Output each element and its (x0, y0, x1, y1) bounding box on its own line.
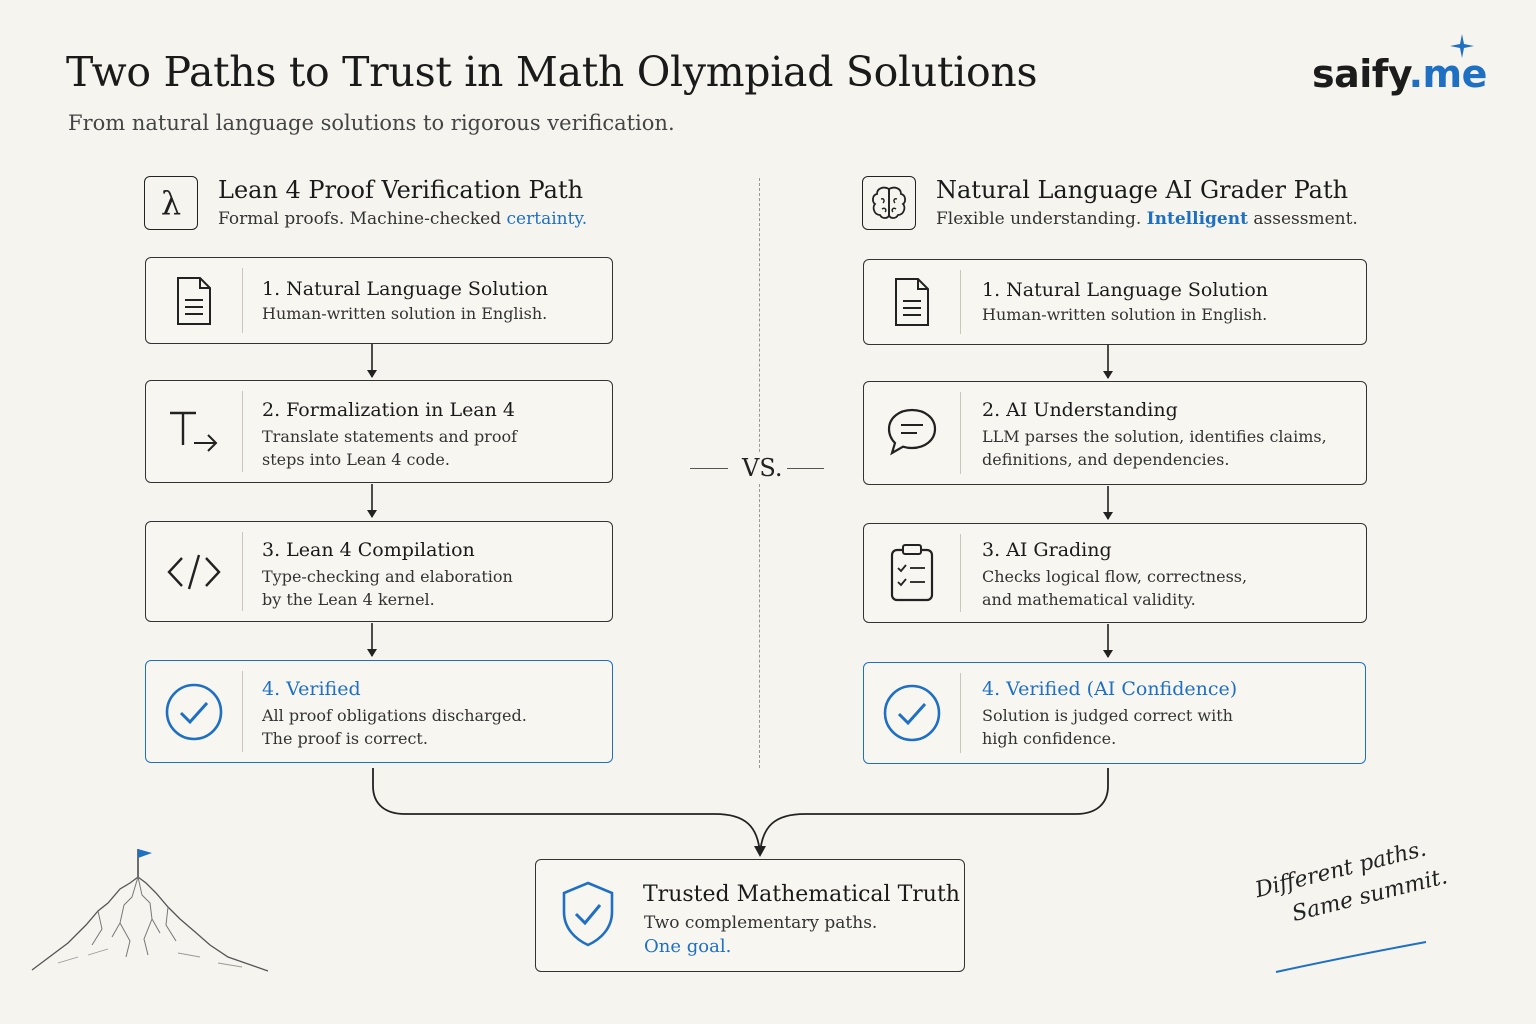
logo-tld: me (1422, 52, 1488, 96)
lambda-glyph: λ (160, 184, 182, 222)
arrow-down-icon (367, 623, 377, 657)
step-desc: Solution is judged correct with high con… (982, 706, 1233, 748)
step-title: 1. Natural Language Solution (982, 279, 1269, 301)
final-goal: One goal. (644, 936, 732, 957)
step-title: 4. Verified (262, 678, 361, 700)
converging-connector (372, 768, 1109, 857)
tagline: Different paths. Same summit. (1252, 830, 1452, 938)
arrow-down-icon (1103, 486, 1113, 520)
step-desc: All proof obligations discharged. The pr… (262, 706, 527, 748)
arrow-down-icon (1103, 345, 1113, 379)
right-subtitle-text: Flexible understanding. (936, 209, 1147, 229)
step-desc: Type-checking and elaboration by the Lea… (262, 567, 513, 609)
step-title: 2. Formalization in Lean 4 (262, 399, 516, 421)
step-title: 1. Natural Language Solution (262, 278, 549, 300)
shield-check-icon (560, 880, 616, 952)
page-title: Two Paths to Trust in Math Olympiad Solu… (66, 48, 1038, 96)
left-step-3: 3. Lean 4 Compilation Type-checking and … (145, 521, 613, 622)
check-circle-icon (146, 661, 242, 762)
vs-line-left (690, 468, 728, 469)
formalize-arrow-icon (146, 381, 242, 482)
step-desc: Human-written solution in English. (982, 305, 1268, 324)
page-subtitle: From natural language solutions to rigor… (68, 111, 675, 135)
mountain-flag-icon (31, 849, 269, 972)
code-brackets-icon (146, 522, 242, 621)
chat-bubble-icon (864, 382, 960, 484)
left-path-title: Lean 4 Proof Verification Path (218, 176, 584, 204)
vs-line-right (786, 468, 824, 469)
right-step-3: 3. AI Grading Checks logical flow, corre… (863, 523, 1367, 623)
step-desc: Checks logical flow, correctness, and ma… (982, 567, 1248, 609)
step-desc: Translate statements and proof steps int… (262, 427, 518, 469)
brand-logo: saify.me (1312, 52, 1487, 96)
right-path-title: Natural Language AI Grader Path (936, 176, 1349, 204)
tagline-underline (1275, 941, 1427, 973)
check-circle-icon (864, 663, 960, 763)
logo-dot: . (1408, 52, 1423, 96)
left-path-subtitle: Formal proofs. Machine-checked certainty… (218, 209, 587, 229)
brain-icon (862, 176, 916, 230)
final-result-box: Trusted Mathematical Truth Two complemen… (535, 859, 965, 972)
sparkle-icon (1450, 34, 1474, 58)
step-title: 2. AI Understanding (982, 399, 1178, 421)
right-subtitle-text-2: assessment. (1247, 209, 1358, 229)
right-path-subtitle: Flexible understanding. Intelligent asse… (936, 209, 1358, 229)
document-icon (864, 260, 960, 344)
logo-main: saify (1312, 52, 1409, 96)
right-step-1: 1. Natural Language Solution Human-writt… (863, 259, 1367, 345)
right-step-2: 2. AI Understanding LLM parses the solut… (863, 381, 1367, 485)
step-title: 3. Lean 4 Compilation (262, 539, 475, 561)
document-icon (146, 258, 242, 343)
left-subtitle-accent: certainty. (506, 209, 588, 229)
final-desc: Two complementary paths. (644, 913, 878, 933)
lambda-icon: λ (144, 176, 198, 230)
right-step-4: 4. Verified (AI Confidence) Solution is … (863, 662, 1366, 764)
step-title: 3. AI Grading (982, 539, 1112, 561)
arrow-down-icon (1103, 624, 1113, 658)
step-title: 4. Verified (AI Confidence) (982, 678, 1238, 700)
clipboard-checklist-icon (864, 524, 960, 622)
arrow-down-icon (367, 344, 377, 378)
left-step-1: 1. Natural Language Solution Human-writt… (145, 257, 613, 344)
final-title: Trusted Mathematical Truth (643, 882, 960, 907)
left-subtitle-text: Formal proofs. Machine-checked (218, 209, 507, 229)
step-desc: LLM parses the solution, identifies clai… (982, 427, 1327, 469)
left-step-4: 4. Verified All proof obligations discha… (145, 660, 613, 763)
left-step-2: 2. Formalization in Lean 4 Translate sta… (145, 380, 613, 483)
arrow-down-icon (367, 484, 377, 518)
step-desc: Human-written solution in English. (262, 304, 548, 323)
vs-label: VS. (738, 454, 787, 482)
right-subtitle-accent: Intelligent (1146, 209, 1248, 229)
